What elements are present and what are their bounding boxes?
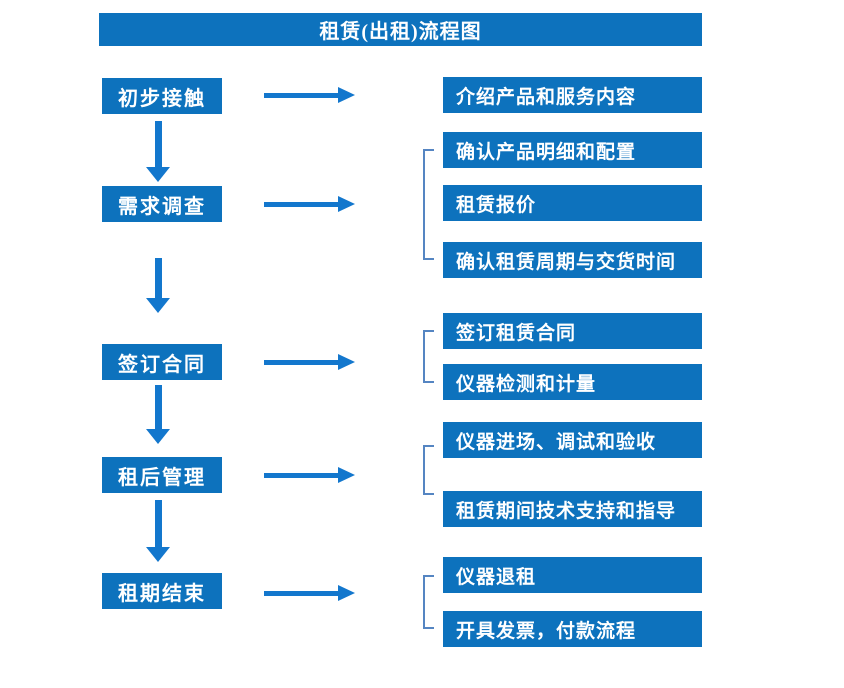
arrow-shaft — [264, 360, 339, 365]
arrow-head — [338, 354, 355, 370]
substep-confirm-product-config: 确认产品明细和配置 — [443, 132, 702, 168]
arrow-head — [338, 87, 355, 103]
arrow-shaft — [155, 500, 162, 547]
bracket-connector — [423, 445, 434, 495]
substep-tech-support: 租赁期间技术支持和指导 — [443, 491, 702, 527]
bracket-connector — [423, 330, 434, 383]
arrow-shaft — [155, 258, 162, 298]
substep-rental-quotation: 租赁报价 — [443, 185, 702, 221]
step-demand-survey: 需求调查 — [102, 186, 222, 222]
arrow-shaft — [155, 385, 162, 429]
arrow-shaft — [264, 202, 339, 207]
arrow-shaft — [155, 121, 162, 167]
arrow-right-icon — [264, 354, 355, 370]
arrow-right-icon — [264, 196, 355, 212]
arrow-head — [146, 167, 170, 182]
substep-confirm-rental-period: 确认租赁周期与交货时间 — [443, 242, 702, 278]
arrow-right-icon — [264, 585, 355, 601]
substep-instrument-setup: 仪器进场、调试和验收 — [443, 422, 702, 458]
arrow-shaft — [264, 473, 339, 478]
step-rental-end: 租期结束 — [102, 573, 222, 609]
arrow-head — [146, 547, 170, 562]
substep-invoice-payment: 开具发票，付款流程 — [443, 611, 702, 647]
bracket-connector — [423, 149, 434, 260]
arrow-head — [338, 196, 355, 212]
substep-instrument-inspection: 仪器检测和计量 — [443, 364, 702, 400]
arrow-right-icon — [264, 467, 355, 483]
arrow-down-icon — [146, 258, 170, 313]
step-sign-contract: 签订合同 — [102, 344, 222, 380]
arrow-head — [338, 467, 355, 483]
flowchart-title: 租赁(出租)流程图 — [99, 13, 702, 46]
step-post-rental-management: 租后管理 — [102, 457, 222, 493]
substep-instrument-return: 仪器退租 — [443, 557, 702, 593]
arrow-head — [338, 585, 355, 601]
arrow-shaft — [264, 93, 339, 98]
bracket-connector — [423, 575, 434, 629]
arrow-down-icon — [146, 385, 170, 444]
arrow-head — [146, 298, 170, 313]
step-initial-contact: 初步接触 — [102, 78, 222, 114]
arrow-down-icon — [146, 500, 170, 562]
substep-introduce-products: 介绍产品和服务内容 — [443, 77, 702, 113]
substep-sign-rental-contract: 签订租赁合同 — [443, 313, 702, 349]
arrow-head — [146, 429, 170, 444]
arrow-shaft — [264, 591, 339, 596]
arrow-right-icon — [264, 87, 355, 103]
arrow-down-icon — [146, 121, 170, 182]
